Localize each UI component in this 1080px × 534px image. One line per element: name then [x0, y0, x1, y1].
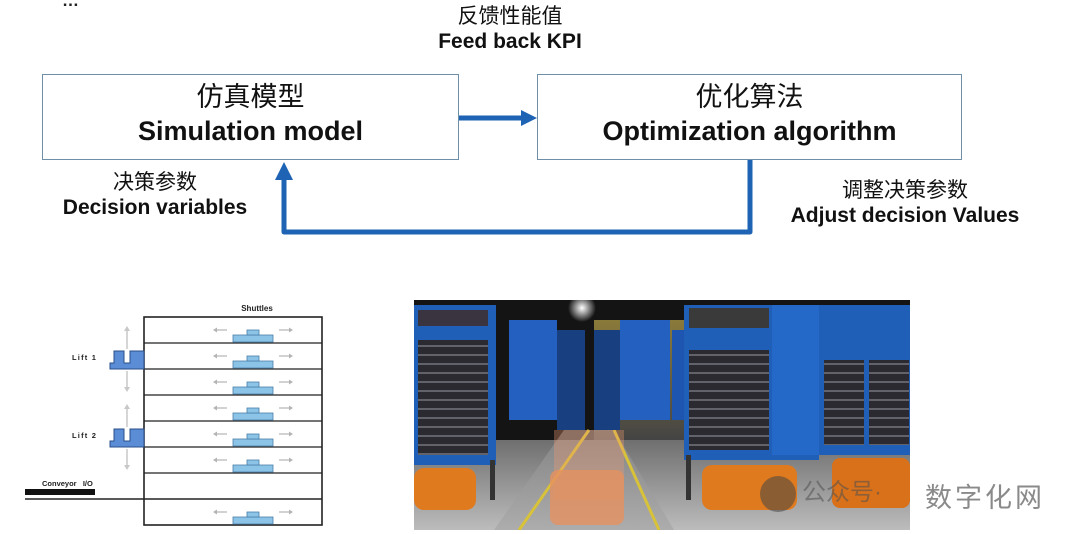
far-right-pod-shelves-2 [869, 360, 909, 445]
shuttle-arrow-left-head [213, 405, 217, 411]
ceiling-light [568, 300, 596, 322]
lift-2-label: Lift 2 [72, 431, 97, 440]
left-pod-shelves [418, 340, 488, 455]
shuttle-arrow-right-head [289, 353, 293, 359]
lift-1-icon [109, 350, 145, 370]
decision-variables-cn: 决策参数 [113, 170, 197, 194]
left-pod-top-bin [418, 310, 488, 326]
shuttle-arrow-left-head [213, 457, 217, 463]
adjust-decision-cn: 调整决策参数 [842, 178, 968, 202]
shuttle-base [232, 516, 274, 525]
optimization-algorithm-cn: 优化算法 [695, 82, 804, 113]
shuttle-arrow-left-head [213, 509, 217, 515]
shuttle-top [246, 381, 260, 388]
conveyor-label: Conveyor I/O [42, 479, 93, 488]
rack-shuttles [213, 327, 293, 525]
shuttle-base [232, 360, 274, 369]
moving-robot [550, 470, 624, 525]
shuttle-arrow-right-head [289, 431, 293, 437]
shuttle-arrow-left-head [213, 353, 217, 359]
shuttle-arrow-left-head [213, 431, 217, 437]
mid-right-pod [620, 320, 670, 420]
far-right-robot [832, 458, 910, 508]
rack-title: Shuttles [241, 304, 273, 313]
shuttle-arrow-right-head [289, 457, 293, 463]
simulation-model-box: 仿真模型 Simulation model [42, 74, 459, 160]
shuttle-arrow-right-head [289, 405, 293, 411]
shuttle-base [232, 464, 274, 473]
mid-left-pod-side [557, 330, 585, 430]
shuttle-top [246, 407, 260, 414]
adjust-decision-en: Adjust decision Values [790, 204, 1020, 228]
rack-rows [25, 316, 323, 526]
watermark-prefix-text: 公众号· [802, 479, 882, 506]
cut-off-header: … [62, 0, 82, 10]
left-robot [414, 468, 476, 510]
right-pod-leg [686, 455, 691, 500]
lift-down-arrow-head [124, 465, 130, 470]
shuttle-base [232, 386, 274, 395]
right-pod-top-bin [689, 308, 769, 328]
mid-right-pod-2 [672, 330, 686, 420]
feedback-loop-line [281, 160, 753, 235]
shuttle-arrow-left-head [213, 379, 217, 385]
feedback-kpi-cn: 反馈性能值 [457, 4, 563, 28]
left-pod-leg [490, 460, 495, 500]
far-right-pod-shelves [824, 360, 864, 445]
shuttle-top [246, 511, 260, 518]
shuttle-base [232, 334, 274, 343]
mid-left-pod [509, 320, 557, 420]
lift-2-icon [109, 428, 145, 448]
shuttle-base [232, 438, 274, 447]
lift-down-arrow-head [124, 387, 130, 392]
mid-right-pod-side [594, 330, 620, 430]
simulation-model-cn: 仿真模型 [196, 82, 305, 113]
shuttle-base [232, 412, 274, 421]
shuttle-top [246, 433, 260, 440]
conveyor-bar [25, 489, 95, 495]
decision-variables-label: 决策参数 Decision variables [30, 170, 280, 220]
right-pod-side [772, 305, 819, 455]
optimization-algorithm-en: Optimization algorithm [602, 115, 897, 146]
shuttle-arrow-right-head [289, 379, 293, 385]
shuttle-top [246, 355, 260, 362]
flow-arrows [275, 110, 753, 235]
kpi-arrow-head [521, 110, 537, 126]
rack-lifts: Lift 1 Lift 2 [72, 326, 145, 470]
adjust-decision-label: 调整决策参数 Adjust decision Values [760, 178, 1050, 228]
floor-line-right [612, 429, 661, 530]
shuttle-arrow-left-head [213, 327, 217, 333]
feedback-kpi-label: 反馈性能值 Feed back KPI [380, 4, 640, 54]
watermark-prefix: 公众号· [760, 472, 882, 507]
shuttle-arrow-right-head [289, 327, 293, 333]
shuttle-top [246, 329, 260, 336]
decision-variables-en: Decision variables [62, 196, 248, 220]
lift-1-label: Lift 1 [72, 353, 97, 362]
shuttle-arrow-right-head [289, 509, 293, 515]
watermark-brand: 数字化网 [925, 483, 1045, 513]
feedback-kpi-en: Feed back KPI [438, 30, 582, 54]
shuttle-top [246, 459, 260, 466]
wechat-logo-icon [760, 476, 796, 512]
simulation-model-en: Simulation model [137, 115, 364, 146]
right-pod-shelves [689, 350, 769, 450]
lift-up-arrow-head [124, 326, 130, 331]
decision-arrow-head [275, 162, 293, 180]
shuttle-rack-diagram: Shuttles Lift 1 Lift 2 Conveyor I/O [25, 304, 323, 526]
lift-up-arrow-head [124, 404, 130, 409]
optimization-algorithm-box: 优化算法 Optimization algorithm [537, 74, 962, 160]
